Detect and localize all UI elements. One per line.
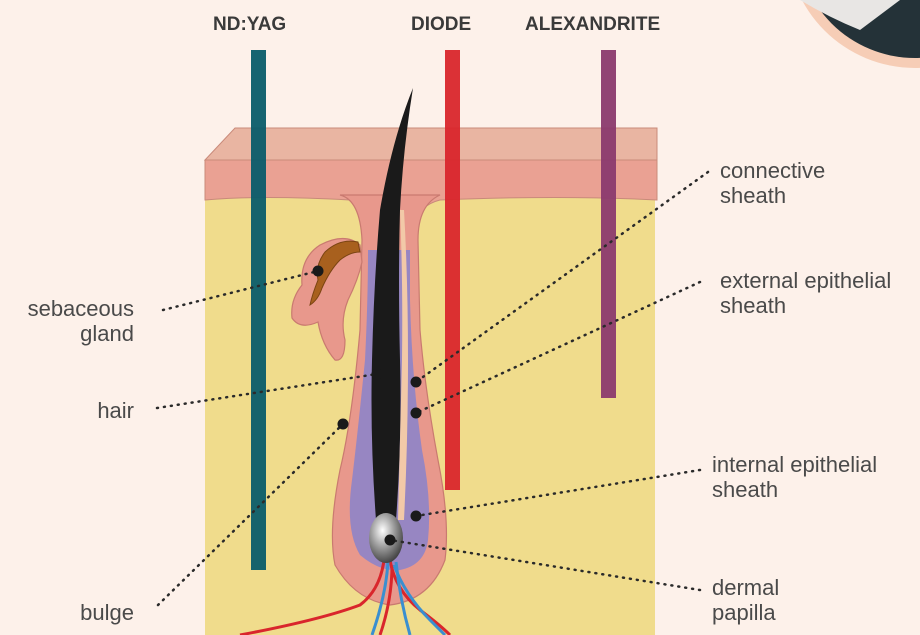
- laser-label-alexandrite: ALEXANDRITE: [525, 14, 660, 36]
- dot-dermal-papilla: [385, 535, 396, 546]
- label-sebaceous-gland: sebaceous gland: [0, 296, 134, 346]
- dot-connective-sheath: [411, 377, 422, 388]
- laser-beam-diode: [445, 50, 460, 490]
- dot-hair: [372, 369, 383, 380]
- label-bulge: bulge: [0, 600, 134, 625]
- label-external-epithelial-sheath: external epithelial sheath: [720, 268, 891, 318]
- laser-label-diode: DIODE: [411, 14, 471, 36]
- label-connective-sheath: connective sheath: [720, 158, 825, 208]
- laser-label-ndyag: ND:YAG: [213, 14, 286, 36]
- dot-sebaceous-gland: [313, 266, 324, 277]
- label-internal-epithelial-sheath: internal epithelial sheath: [712, 452, 877, 502]
- label-dermal-papilla: dermal papilla: [712, 575, 779, 625]
- dot-internal-epithelial: [411, 511, 422, 522]
- dot-external-epithelial: [411, 408, 422, 419]
- laser-beam-ndyag: [251, 50, 266, 570]
- corner-decoration: [787, 0, 920, 68]
- dot-bulge: [338, 419, 349, 430]
- label-hair: hair: [0, 398, 134, 423]
- skin-surface-top: [205, 128, 657, 160]
- laser-beam-alexandrite: [601, 50, 616, 398]
